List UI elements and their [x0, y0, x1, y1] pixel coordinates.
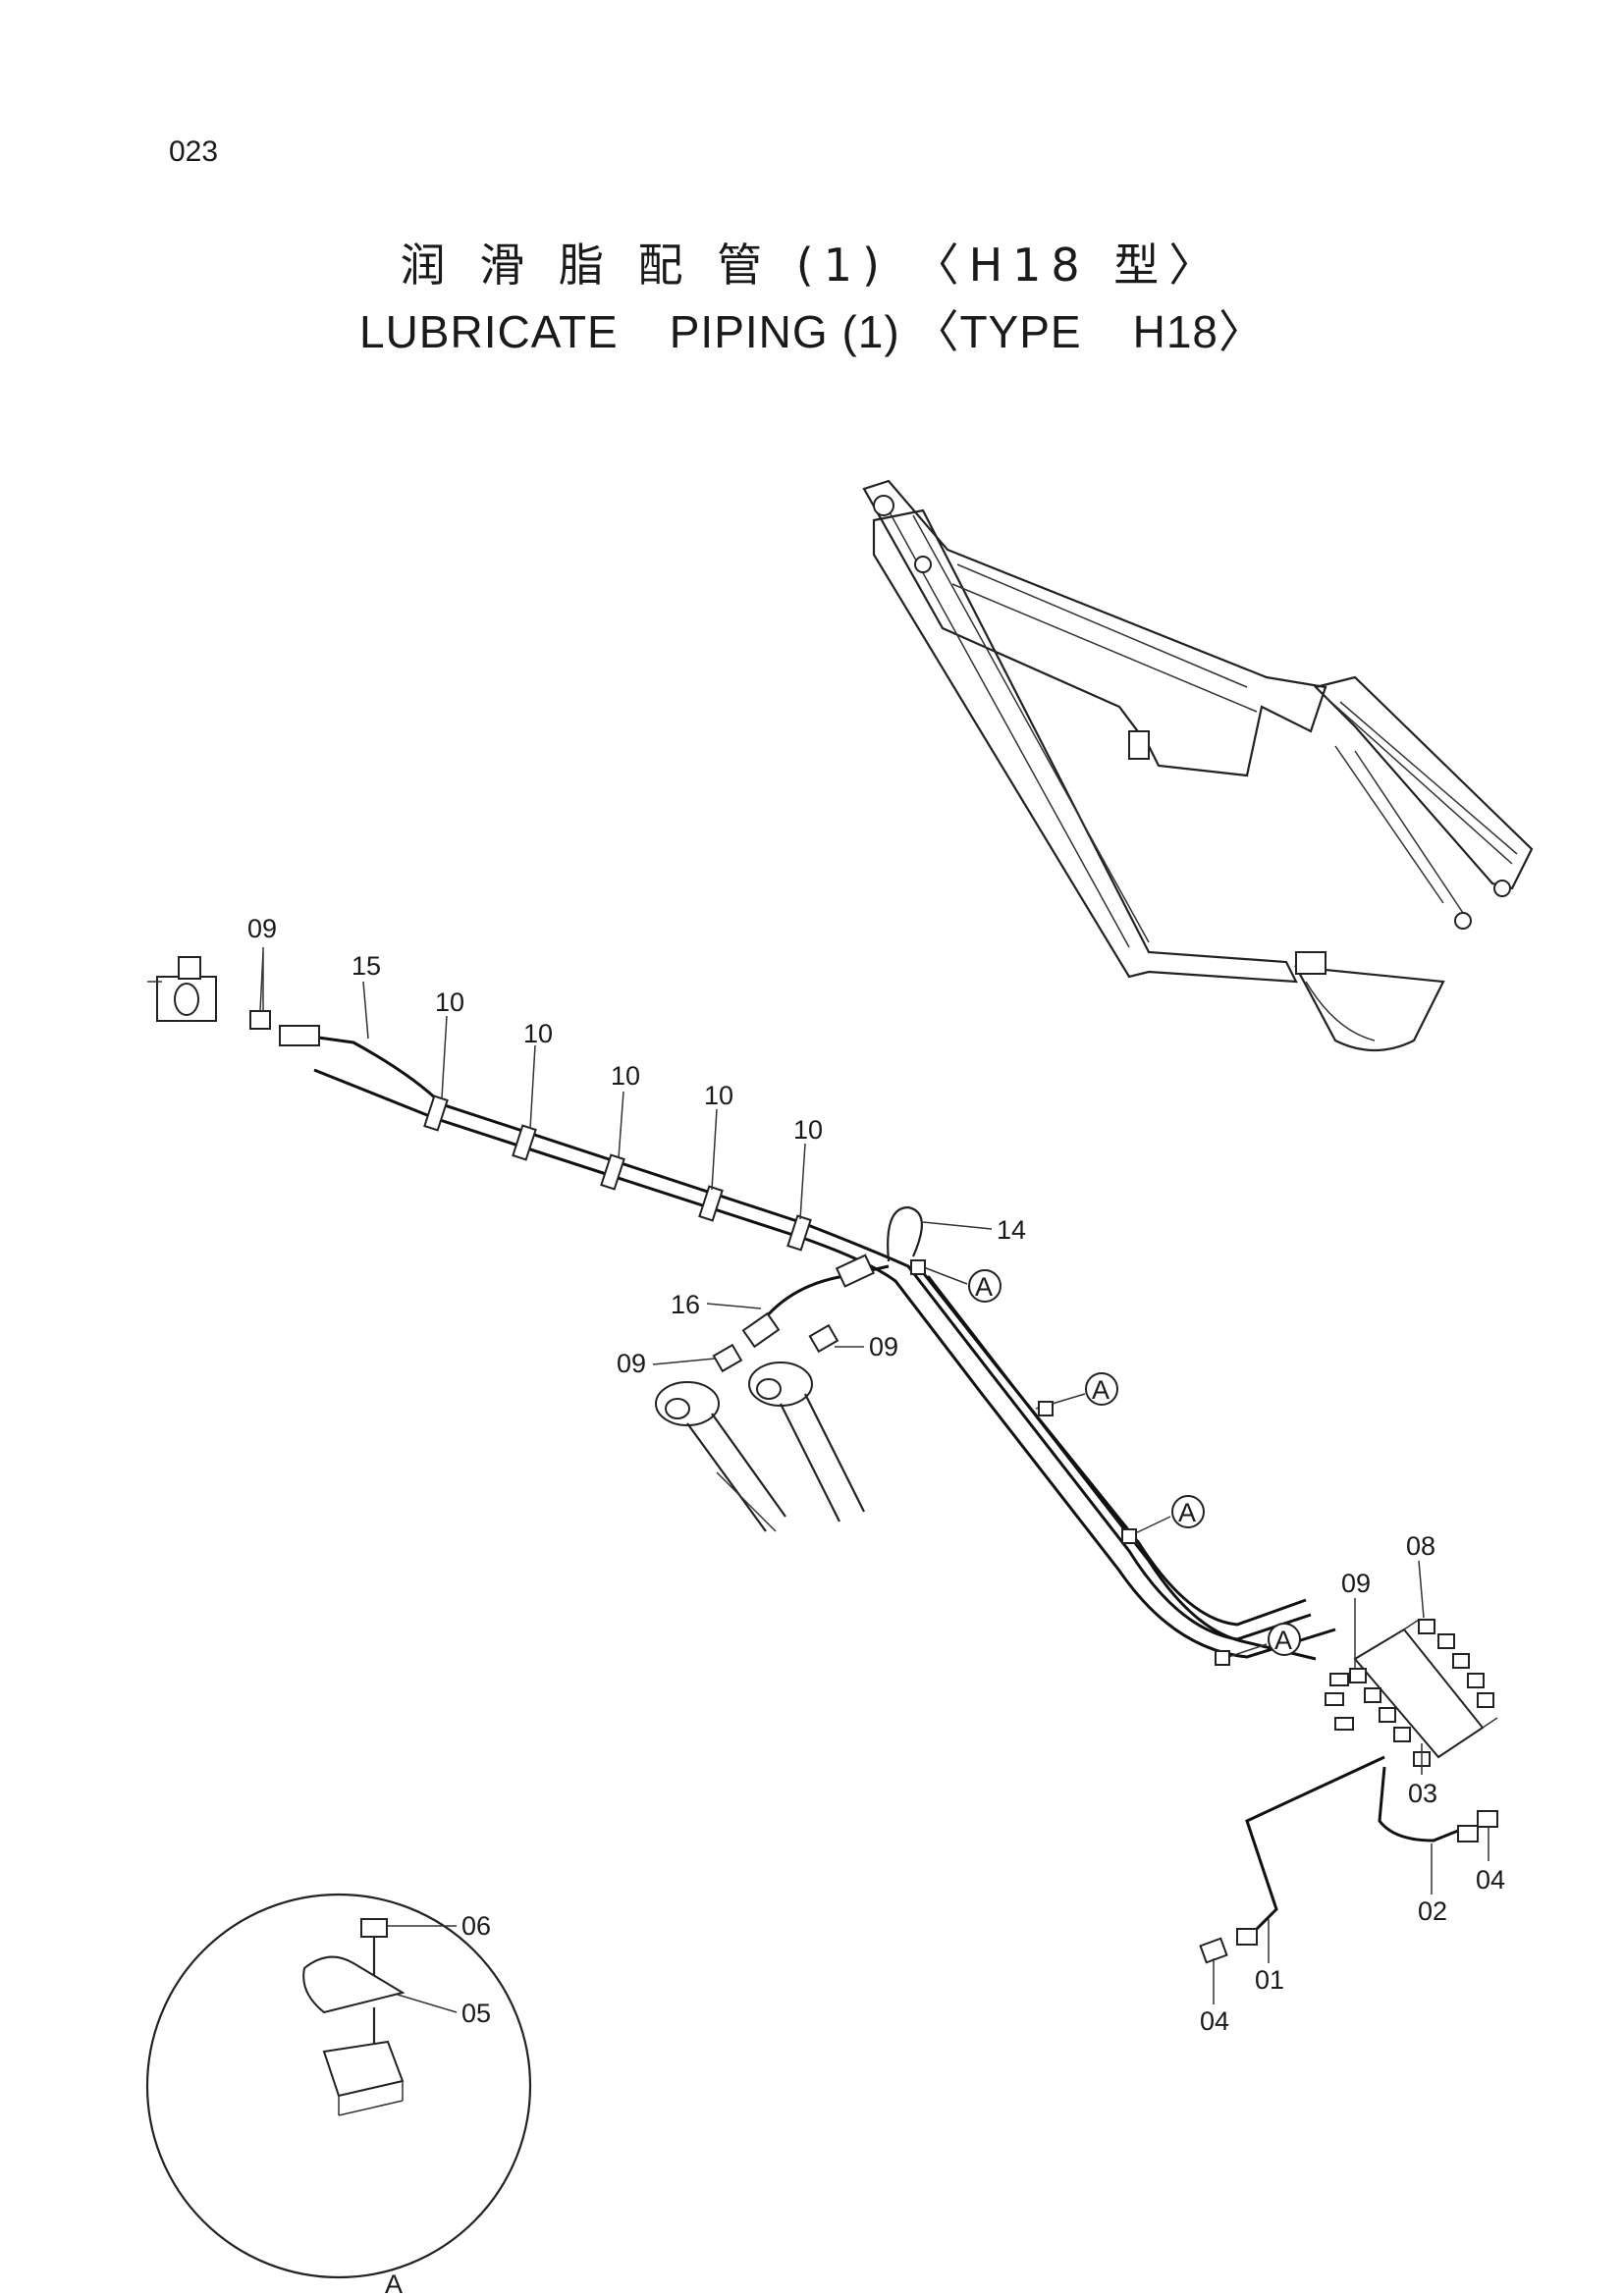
title-english-part: LUBRICATE — [358, 306, 619, 357]
clamp-marker: A — [1092, 1375, 1110, 1405]
callout-08: 08 — [1406, 1531, 1435, 1561]
callout-09: 09 — [617, 1349, 646, 1378]
callout-labels: 09 15 10 10 10 10 10 14 16 09 09 08 09 0… — [247, 914, 1505, 2296]
callout-05: 05 — [461, 1999, 491, 2028]
title-english-part: H18〉 — [1132, 306, 1265, 357]
detail-view-a — [145, 1893, 532, 2279]
callout-10: 10 — [435, 988, 464, 1017]
callout-14: 14 — [997, 1215, 1026, 1245]
callout-09: 09 — [1341, 1569, 1371, 1598]
clamp-10-group — [423, 1095, 812, 1252]
callout-03: 03 — [1408, 1779, 1437, 1808]
page-number: 023 — [169, 135, 219, 168]
callout-10: 10 — [523, 1019, 553, 1048]
callout-10: 10 — [704, 1081, 733, 1110]
title-english-part: PIPING (1) 〈TYPE — [669, 306, 1082, 357]
hose-16-assembly — [712, 1254, 890, 1373]
title-chinese: 润 滑 脂 配 管 (1) 〈H18 型〉 — [400, 239, 1224, 292]
callout-04: 04 — [1200, 2006, 1229, 2036]
callout-10: 10 — [611, 1061, 640, 1091]
callout-09: 09 — [247, 914, 277, 943]
grease-pipes-01-02 — [1199, 1755, 1498, 1964]
callout-16: 16 — [671, 1290, 700, 1319]
callout-02: 02 — [1418, 1896, 1447, 1926]
detail-label: A — [385, 2269, 403, 2296]
boom-arm-overview — [862, 479, 1534, 1052]
fittings-top-left — [249, 951, 320, 1046]
pin-boss-left — [147, 956, 217, 1022]
distribution-block — [1325, 1619, 1498, 1767]
callout-15: 15 — [352, 951, 381, 981]
cylinder-rod-ends — [655, 1362, 865, 1532]
callout-01: 01 — [1255, 1965, 1284, 1995]
callout-09: 09 — [869, 1332, 898, 1362]
callout-04: 04 — [1476, 1865, 1505, 1895]
clamp-marker: A — [975, 1272, 993, 1302]
clamp-marker: A — [1274, 1626, 1292, 1655]
callout-06: 06 — [461, 1911, 491, 1941]
callout-10: 10 — [793, 1115, 823, 1145]
leader-lines — [262, 947, 1489, 2013]
hose-loop-14 — [887, 1205, 923, 1262]
clamp-marker-group: A A A A — [910, 1259, 1301, 1666]
title-english: LUBRICATE PIPING (1) 〈TYPE H18〉 — [0, 296, 1624, 361]
clamp-marker: A — [1178, 1498, 1196, 1527]
